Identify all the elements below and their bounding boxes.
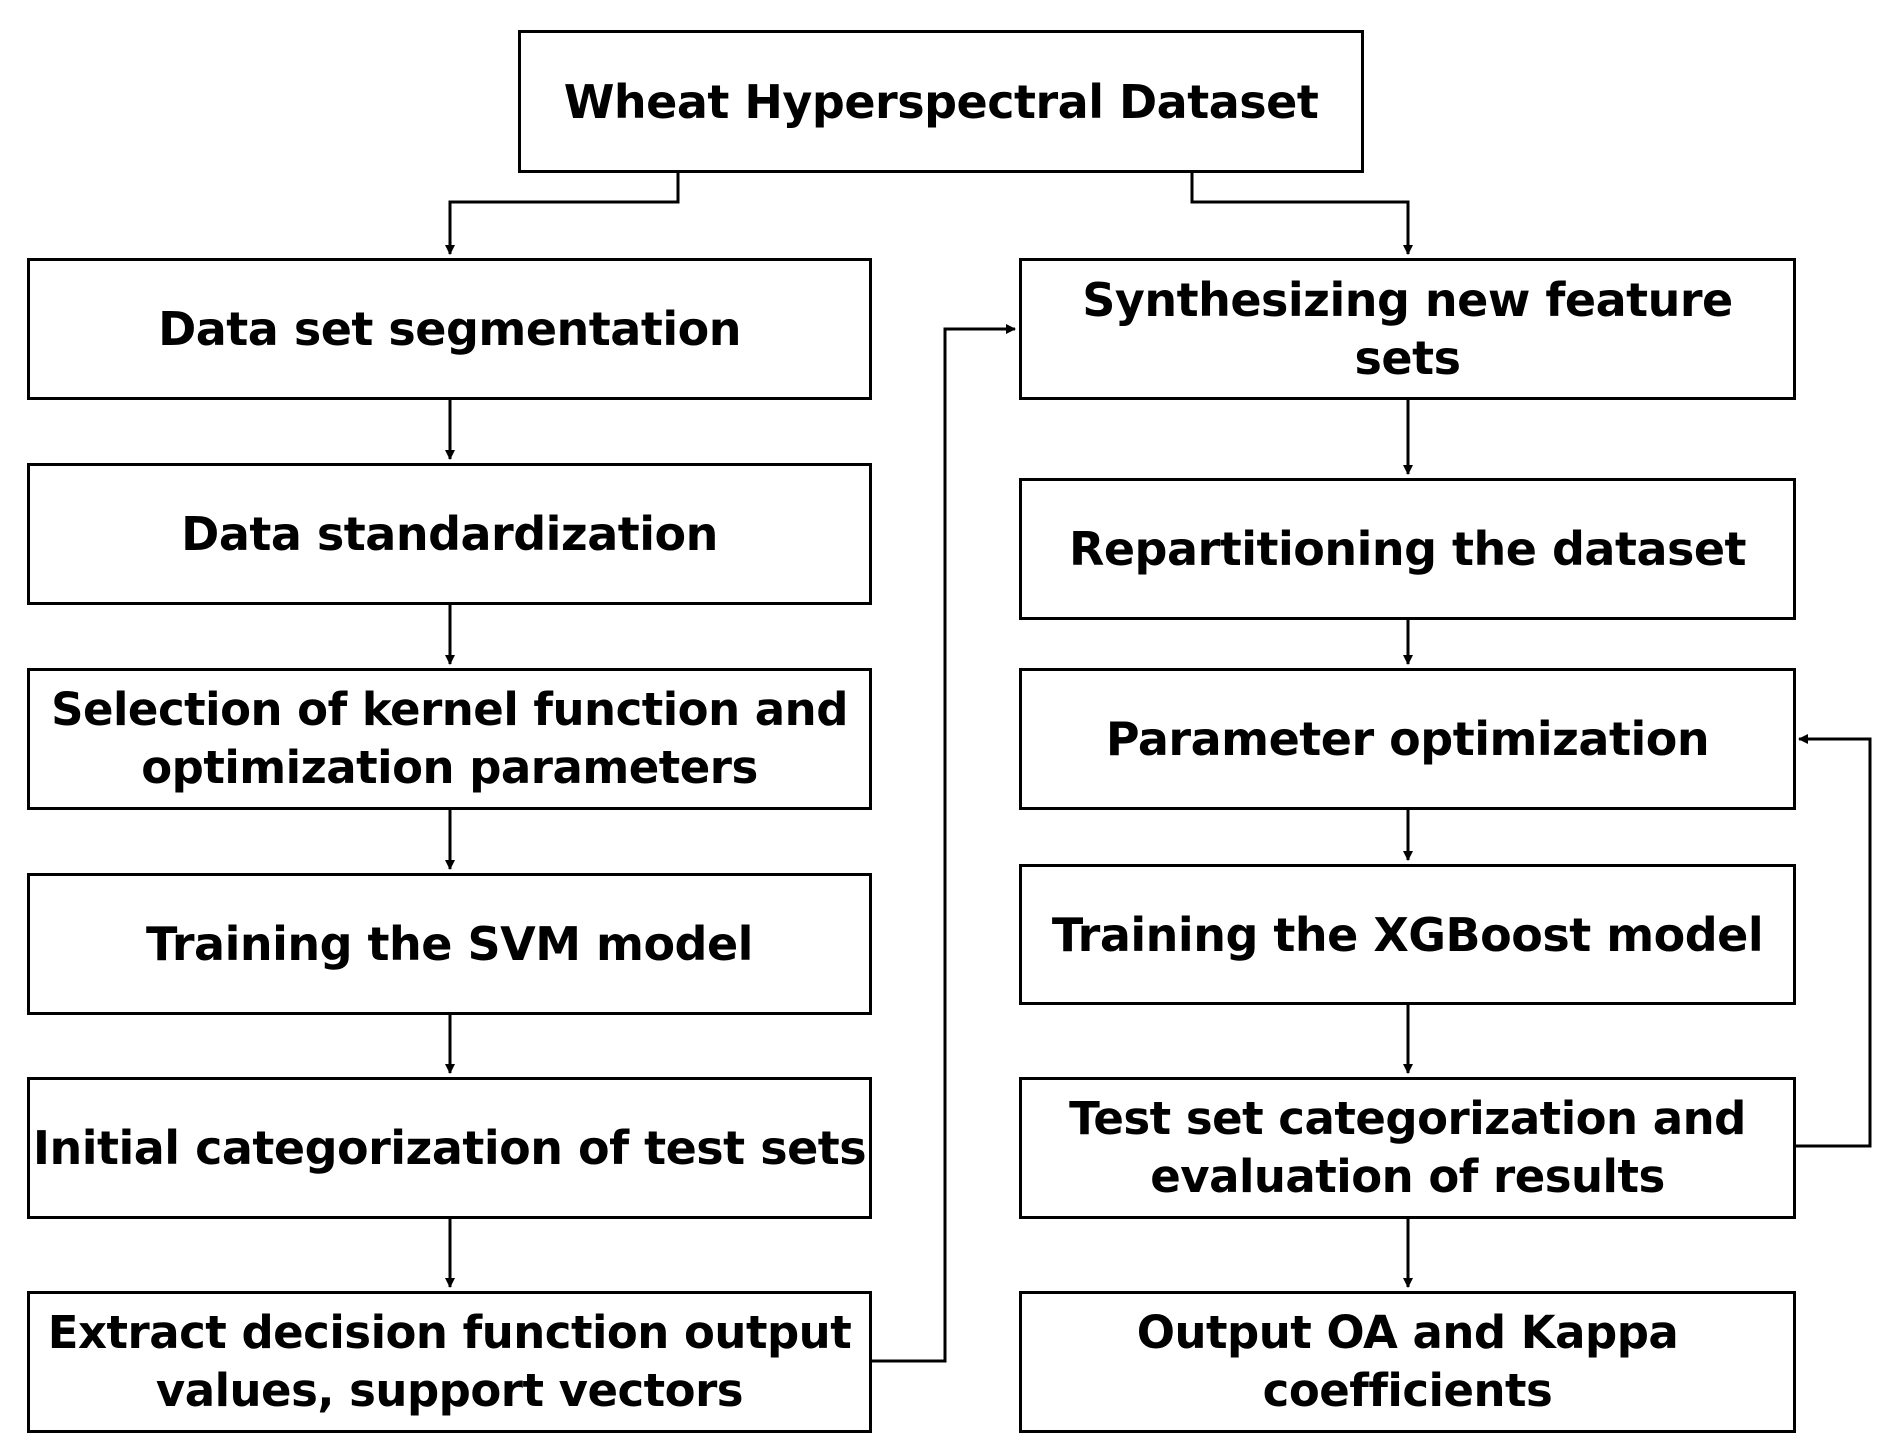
node-label: Synthesizing new feature sets (1082, 273, 1733, 385)
node-label: Output OA and Kappa coefficients (1136, 1306, 1679, 1417)
node-label: Initial categorization of test sets (32, 1121, 867, 1175)
node-test-set-evaluation: Test set categorization and evaluation o… (1019, 1077, 1796, 1219)
arrow-extract-to-synthesizing (872, 324, 1016, 1363)
node-label: Repartitioning the dataset (1068, 522, 1747, 576)
node-kernel-selection: Selection of kernel function and optimiz… (27, 668, 872, 810)
node-label: Selection of kernel function and optimiz… (51, 683, 848, 794)
node-data-set-segmentation: Data set segmentation (27, 258, 872, 400)
node-synthesizing-features: Synthesizing new feature sets (1019, 258, 1796, 400)
node-root-label: Wheat Hyperspectral Dataset (563, 74, 1319, 129)
arrow-root-to-synthesizing (1190, 173, 1413, 255)
node-extract-decision-function: Extract decision function output values,… (27, 1291, 872, 1433)
node-repartitioning-dataset: Repartitioning the dataset (1019, 478, 1796, 620)
node-output-oa-kappa: Output OA and Kappa coefficients (1019, 1291, 1796, 1433)
node-label: Data set segmentation (158, 302, 741, 356)
node-label: Extract decision function output values,… (47, 1306, 852, 1417)
node-training-svm: Training the SVM model (27, 873, 872, 1015)
node-label: Test set categorization and evaluation o… (1069, 1092, 1746, 1203)
node-label: Parameter optimization (1105, 712, 1710, 766)
arrow-testset-feedback-to-parameter (1796, 734, 1872, 1148)
node-training-xgboost: Training the XGBoost model (1019, 864, 1796, 1005)
node-parameter-optimization: Parameter optimization (1019, 668, 1796, 810)
node-initial-categorization: Initial categorization of test sets (27, 1077, 872, 1219)
arrow-root-to-segmentation (445, 173, 680, 255)
node-label: Data standardization (181, 507, 718, 561)
node-root: Wheat Hyperspectral Dataset (518, 30, 1364, 173)
node-label: Training the SVM model (146, 917, 753, 971)
node-label: Training the XGBoost model (1051, 907, 1764, 962)
node-data-standardization: Data standardization (27, 463, 872, 605)
